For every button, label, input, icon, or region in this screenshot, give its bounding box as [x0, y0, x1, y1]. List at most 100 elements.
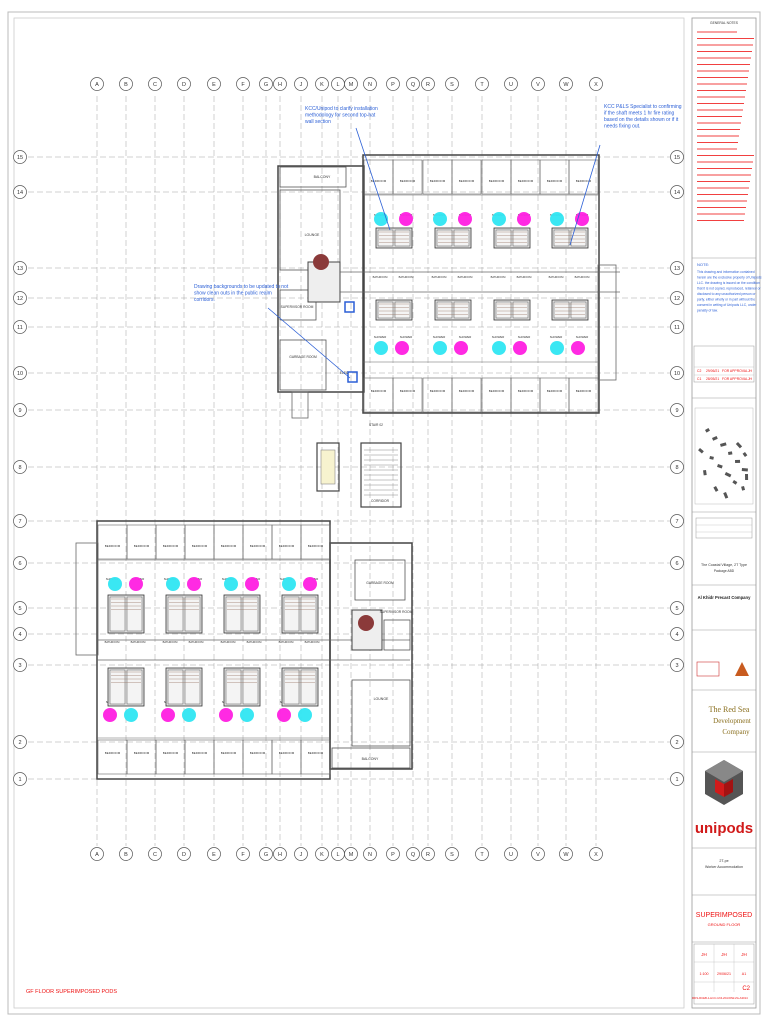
- key-plan-block: [728, 451, 733, 455]
- revision-desc: FOR APPROVAL: [722, 377, 748, 381]
- sheet-size: A1: [742, 972, 746, 976]
- label-lounge-upper: LOUNGE: [305, 233, 320, 237]
- bedroom-room: [213, 739, 244, 775]
- annotation-top-left-line-3: wall section: [305, 119, 331, 125]
- footer-title: GF FLOOR SUPERIMPOSED PODS: [26, 989, 117, 995]
- grid-column-label: W: [563, 82, 569, 88]
- bedroom-room: [481, 159, 512, 195]
- note-text: This drawing and information containedhe…: [697, 270, 762, 313]
- grid-row-label: 5: [18, 606, 21, 612]
- grid-row-label: 9: [18, 408, 21, 414]
- unipods-cube-top: [705, 760, 743, 782]
- fixture-marker: [433, 341, 447, 355]
- leader-line-top-left: [355, 127, 391, 231]
- bathroom-label: BATHROOM: [221, 640, 236, 644]
- bathroom-label: BATHROOM: [305, 640, 320, 644]
- bedroom-label: BEDROOM: [308, 544, 324, 548]
- grid-row-label: 1: [18, 777, 21, 783]
- key-plan-block: [703, 470, 707, 476]
- title-block: GENERAL NOTES NOTE: This drawing and inf…: [691, 17, 762, 1009]
- key-plan-block: [735, 441, 743, 449]
- sheet-border: [7, 11, 761, 1015]
- client-name: Al Khidr Precast Company: [698, 595, 751, 600]
- grid-row-label: 10: [17, 371, 23, 377]
- bedroom-room: [510, 377, 541, 413]
- grid-column-label: F: [241, 852, 245, 858]
- grid-column-label: H: [278, 82, 282, 88]
- grid-bubble: [670, 185, 684, 199]
- bedroom-room: [422, 377, 453, 413]
- pod-cell: [570, 229, 587, 247]
- unipods-cube-red: [715, 779, 724, 797]
- pod-cell: [553, 229, 570, 247]
- grid-bubble: [670, 658, 684, 672]
- upper-wing-shell: [362, 154, 600, 414]
- grid-bubble: [589, 77, 603, 91]
- stair-landing-inner: [320, 449, 336, 485]
- pod-cell: [495, 229, 512, 247]
- revision-desc: FOR APPROVAL: [722, 369, 748, 373]
- title-block-frame: [691, 17, 757, 1009]
- grid-bubble: [13, 556, 27, 570]
- revision-by: JH: [748, 369, 753, 373]
- grid-bubble: [259, 847, 273, 861]
- bedroom-room: [300, 739, 331, 775]
- grid-bubble: [344, 77, 358, 91]
- revision-rev: C1: [697, 377, 701, 381]
- grid-bubble: [13, 366, 27, 380]
- grid-row-label: 5: [675, 606, 678, 612]
- bedroom-room: [242, 524, 273, 560]
- key-plan-block: [713, 486, 719, 492]
- grid-bubble: [13, 735, 27, 749]
- label-supervisor-upper: SUPERVISOR ROOM: [281, 305, 314, 309]
- grid-row-label: 3: [18, 663, 21, 669]
- fixture-marker: [129, 577, 143, 591]
- grid-bubble: [531, 77, 545, 91]
- grid-bubble: [13, 514, 27, 528]
- grid-column-label: C: [153, 82, 157, 88]
- grid-column-label: E: [212, 852, 216, 858]
- lower-balcony: [331, 747, 411, 769]
- grid-bubble: [273, 77, 287, 91]
- upper-shaft-marker-2: [347, 371, 358, 383]
- fixture-marker: [103, 708, 117, 722]
- bedroom-label: BEDROOM: [308, 751, 324, 755]
- leader-line-mid-left: [267, 307, 351, 379]
- brand-name: unipods: [695, 820, 753, 837]
- grid-bubble: [670, 320, 684, 334]
- grid-bubble: [363, 77, 377, 91]
- revision-date: 29/06/21: [706, 369, 719, 373]
- grid-column-label: T: [480, 82, 484, 88]
- bedroom-room: [213, 524, 244, 560]
- label-garbage-upper: GARBAGE ROOM: [289, 355, 317, 359]
- note-line: herein are the exclusive property of Uni…: [697, 276, 762, 280]
- bathroom-label: BATHROOM: [105, 640, 120, 644]
- shower-label: SHOWER: [400, 335, 413, 339]
- fixture-marker: [571, 341, 585, 355]
- fixture-marker: [187, 577, 201, 591]
- scale-value: 1:100: [700, 972, 709, 976]
- checked-by: JH: [721, 952, 727, 957]
- fixture-marker: [454, 341, 468, 355]
- lower-lounge: [351, 679, 411, 747]
- lower-left-stair: [75, 542, 99, 656]
- general-notes: [697, 31, 754, 221]
- annotation-top-left-line-1: KCC/Unipod to clarify installation: [305, 106, 378, 112]
- fixture-marker: [282, 577, 296, 591]
- pod-cell: [512, 229, 529, 247]
- grid-column-label: D: [182, 852, 186, 858]
- grid-bubble: [475, 847, 489, 861]
- shower-label: SHOWER: [550, 335, 563, 339]
- core-dot-upper: [313, 254, 329, 270]
- grid-row-label: 3: [675, 663, 678, 669]
- grid-column-label: S: [450, 82, 454, 88]
- stair-landing: [316, 442, 340, 492]
- grid-bubble: [531, 847, 545, 861]
- key-plan-block: [705, 428, 710, 433]
- grid-column-label: R: [426, 82, 430, 88]
- pod-cell: [109, 596, 126, 632]
- bathroom-label: BATHROOM: [432, 275, 447, 279]
- key-plan-block: [724, 472, 732, 478]
